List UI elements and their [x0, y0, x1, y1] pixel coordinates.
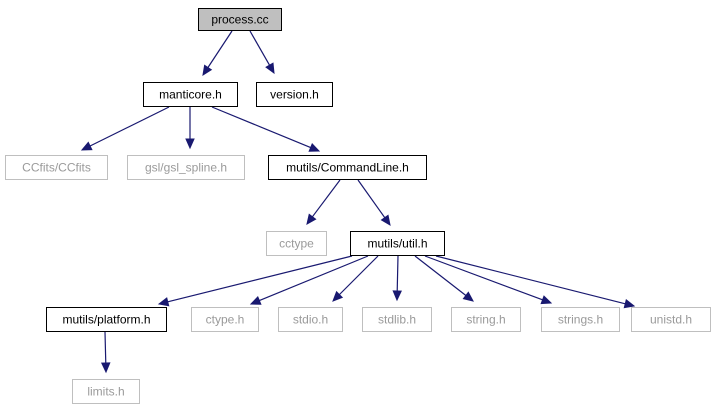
- edge-line: [89, 106, 170, 147]
- node-label: string.h: [466, 313, 505, 327]
- node-label: strings.h: [558, 313, 603, 327]
- node-limits-h: limits.h: [72, 379, 140, 404]
- node-version-h[interactable]: version.h: [256, 82, 333, 107]
- arrowhead: [80, 141, 93, 151]
- node-platform-h[interactable]: mutils/platform.h: [46, 307, 167, 332]
- edge-process-cc-to-version-h: [249, 30, 275, 75]
- node-box: [72, 379, 140, 404]
- node-label: mutils/platform.h: [62, 313, 150, 327]
- nodes-layer: process.cc manticore.h version.hCCfits/CCf…: [5, 8, 711, 404]
- edge-line: [104, 331, 107, 364]
- edges-layer: [80, 30, 636, 374]
- node-label: unistd.h: [650, 313, 692, 327]
- node-label: version.h: [270, 88, 319, 102]
- arrowhead: [332, 290, 344, 302]
- edge-manticore-h-to-commandline-h: [211, 106, 321, 152]
- node-box: [362, 307, 432, 332]
- edge-line: [259, 255, 369, 302]
- arrowhead: [185, 138, 195, 150]
- edge-line: [357, 179, 386, 219]
- node-box: [541, 307, 620, 332]
- arrowhead: [265, 62, 275, 75]
- edge-commandline-h-to-cctype: [306, 179, 341, 225]
- node-box: [631, 307, 711, 332]
- edge-platform-h-to-limits-h: [100, 331, 111, 374]
- node-stdlib-h: stdlib.h: [362, 307, 432, 332]
- edge-process-cc-to-manticore-h: [202, 30, 233, 77]
- node-ctype-h: ctype.h: [191, 307, 259, 332]
- node-cctype: cctype: [266, 231, 327, 256]
- node-box: [5, 155, 108, 180]
- node-stdio-h: stdio.h: [278, 307, 343, 332]
- node-label: mutils/CommandLine.h: [286, 161, 409, 175]
- node-label: limits.h: [87, 385, 124, 399]
- node-strings-h: strings.h: [541, 307, 620, 332]
- node-label: CCfits/CCfits: [22, 161, 91, 175]
- edge-line: [207, 30, 233, 68]
- node-box: [127, 155, 245, 180]
- node-box: [266, 231, 327, 256]
- node-unistd-h: unistd.h: [631, 307, 711, 332]
- node-label: stdio.h: [293, 313, 328, 327]
- node-commandline-h[interactable]: mutils/CommandLine.h: [268, 155, 427, 180]
- node-label: gsl/gsl_spline.h: [145, 161, 227, 175]
- node-label: manticore.h: [159, 88, 222, 102]
- node-box: [143, 82, 238, 107]
- arrowhead: [306, 213, 317, 225]
- node-box: [198, 8, 282, 31]
- node-label: cctype: [279, 237, 314, 251]
- edge-util-h-to-stdlib-h: [392, 255, 402, 302]
- edge-line: [396, 255, 399, 292]
- node-box: [268, 155, 427, 180]
- edge-manticore-h-to-gsl-spline: [185, 107, 195, 150]
- node-ccfits: CCfits/CCfits: [5, 155, 108, 180]
- edge-line: [435, 255, 626, 305]
- node-box: [256, 82, 333, 107]
- node-gsl-spline: gsl/gsl_spline.h: [127, 155, 245, 180]
- arrowhead: [380, 214, 391, 227]
- edge-line: [211, 106, 311, 149]
- arrowhead: [540, 295, 553, 305]
- arrowhead: [100, 362, 111, 374]
- edge-manticore-h-to-ccfits: [80, 106, 170, 151]
- arrowhead: [308, 142, 321, 152]
- node-process-cc[interactable]: process.cc: [198, 8, 282, 31]
- edge-util-h-to-ctype-h: [249, 255, 369, 305]
- edge-util-h-to-string-h: [414, 255, 474, 302]
- arrowhead: [392, 290, 402, 302]
- node-box: [278, 307, 343, 332]
- node-manticore-h[interactable]: manticore.h: [143, 82, 238, 107]
- edge-util-h-to-unistd-h: [435, 255, 636, 309]
- edge-line: [167, 255, 353, 303]
- node-box: [191, 307, 259, 332]
- arrowhead: [249, 295, 262, 305]
- edge-commandline-h-to-util-h: [357, 179, 391, 227]
- node-util-h[interactable]: mutils/util.h: [350, 231, 445, 256]
- edge-line: [249, 30, 271, 66]
- edge-line: [338, 255, 379, 296]
- node-box: [350, 231, 445, 256]
- node-string-h: string.h: [451, 307, 521, 332]
- node-box: [451, 307, 521, 332]
- node-label: stdlib.h: [378, 313, 416, 327]
- node-label: ctype.h: [206, 313, 245, 327]
- edge-line: [414, 255, 467, 296]
- edge-line: [311, 179, 341, 218]
- edge-util-h-to-stdio-h: [332, 255, 379, 302]
- arrowhead: [202, 64, 213, 77]
- node-label: mutils/util.h: [367, 237, 427, 251]
- edge-line: [424, 255, 543, 301]
- edge-util-h-to-platform-h: [157, 255, 353, 307]
- edge-util-h-to-strings-h: [424, 255, 553, 305]
- arrowhead: [157, 297, 170, 307]
- node-label: process.cc: [211, 13, 268, 27]
- arrowhead: [623, 299, 636, 309]
- node-box: [46, 307, 167, 332]
- arrowhead: [462, 291, 474, 302]
